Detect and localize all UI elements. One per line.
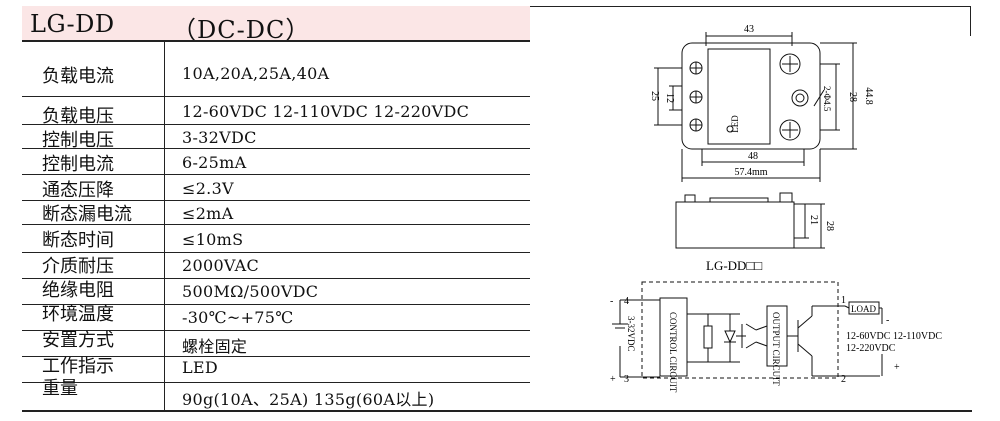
spec-value-ambient-temp: -30℃~+75℃: [182, 308, 294, 327]
spec-label-off-time: 断态时间: [42, 230, 114, 251]
spec-value-weight: 90g(10A、25A) 135g(60A以上): [182, 390, 435, 409]
input-voltage-label: 3-32VDC: [626, 316, 636, 352]
spec-value-off-time: ≤10mS: [182, 230, 244, 249]
dim-bottom-inner-label: 48: [748, 151, 758, 162]
load-label: LOAD: [851, 304, 876, 314]
spec-label-insulation: 绝缘电阻: [42, 280, 114, 301]
spec-value-dielectric: 2000VAC: [182, 256, 260, 275]
top-view-drawing: [654, 32, 857, 182]
spec-label-mounting: 安置方式: [42, 330, 114, 351]
spec-label-control-voltage: 控制电压: [42, 130, 114, 151]
spec-label-load-voltage: 负载电压: [42, 106, 114, 127]
row-divider: [22, 96, 530, 97]
row-divider: [22, 252, 530, 253]
header-divider: [22, 40, 530, 42]
top-border: [530, 6, 970, 7]
row-divider: [22, 200, 530, 201]
spec-value-on-state-drop: ≤2.3V: [182, 179, 234, 198]
spec-value-load-voltage: 12-60VDC 12-110VDC 12-220VDC: [182, 102, 470, 121]
input-plus-label: +: [610, 374, 616, 385]
spec-value-off-leakage: ≤2mA: [182, 204, 234, 223]
pin3-label: 3: [624, 374, 629, 385]
model-caption: LG-DD□□: [706, 258, 762, 273]
row-divider: [22, 124, 530, 125]
input-minus-label: -: [610, 296, 613, 307]
load-voltage-line1: 12-60VDC 12-110VDC: [846, 331, 942, 342]
dim-left-outer-label: 25: [649, 91, 660, 101]
dim-height-right-label: 44.8: [863, 87, 874, 105]
spec-label-dielectric: 介质耐压: [42, 256, 114, 277]
load-minus-label: -: [886, 315, 889, 326]
control-circuit-label: CONTROL CIRCUIT: [668, 312, 678, 393]
spec-value-insulation: 500MΩ/500VDC: [182, 282, 319, 301]
spec-value-mounting: 螺栓固定: [182, 337, 248, 356]
spec-label-load-current: 负载电流: [42, 66, 114, 87]
model-type: （DC-DC）: [172, 16, 311, 44]
row-divider: [22, 330, 530, 331]
spec-label-indicator: 工作指示: [42, 356, 114, 377]
column-divider: [164, 40, 165, 412]
pin1-label: 1: [841, 295, 846, 306]
spec-label-weight: 重量: [42, 378, 78, 399]
spec-label-off-leakage: 断态漏电流: [42, 204, 132, 225]
row-divider: [22, 356, 530, 357]
pin2-label: 2: [841, 374, 846, 385]
spec-table: LG-DD （DC-DC） 负载电流 负载电压 控制电压 控制电流 通态压降 断…: [22, 6, 530, 412]
row-divider: [22, 278, 530, 279]
circuit-diagram: [612, 281, 883, 379]
spec-label-on-state-drop: 通态压降: [42, 180, 114, 201]
output-circuit-label: OUTPUT CIRCUIT: [771, 312, 781, 386]
table-header: LG-DD （DC-DC）: [22, 6, 530, 44]
dim-width-label: 43: [744, 24, 754, 35]
side-dim-small-label: 21: [808, 215, 819, 225]
load-plus-label: +: [894, 362, 900, 373]
load-voltage-line2: 12-220VDC: [846, 343, 896, 354]
right-border: [970, 6, 971, 36]
spec-label-ambient-temp: 环境温度: [42, 304, 114, 325]
side-view-drawing: [675, 192, 825, 249]
technical-drawings: 43 48 57.4mm 28 44.8 2-Φ4.5 25 12 LED 21…: [610, 24, 942, 393]
row-divider: [22, 224, 530, 225]
row-divider: [22, 174, 530, 175]
model-name: LG-DD: [30, 10, 115, 38]
dim-left-inner-label: 12: [664, 93, 675, 103]
spec-value-control-current: 6-25mA: [182, 153, 247, 172]
row-divider: [22, 382, 530, 383]
row-divider: [22, 304, 530, 305]
spec-value-indicator: LED: [182, 358, 219, 377]
dim-inner-right-label: 28: [847, 92, 858, 102]
spec-label-control-current: 控制电流: [42, 154, 114, 175]
led-label: LED: [730, 115, 740, 133]
side-dim-large-label: 28: [824, 221, 835, 231]
row-divider: [22, 148, 530, 149]
spec-value-control-voltage: 3-32VDC: [182, 128, 257, 147]
bottom-border: [22, 410, 972, 412]
dim-hole-label: 2-Φ4.5: [822, 86, 832, 112]
dim-bottom-outer-label: 57.4mm: [734, 167, 767, 178]
spec-value-load-current: 10A,20A,25A,40A: [182, 64, 330, 83]
pin4-label: 4: [624, 296, 629, 307]
